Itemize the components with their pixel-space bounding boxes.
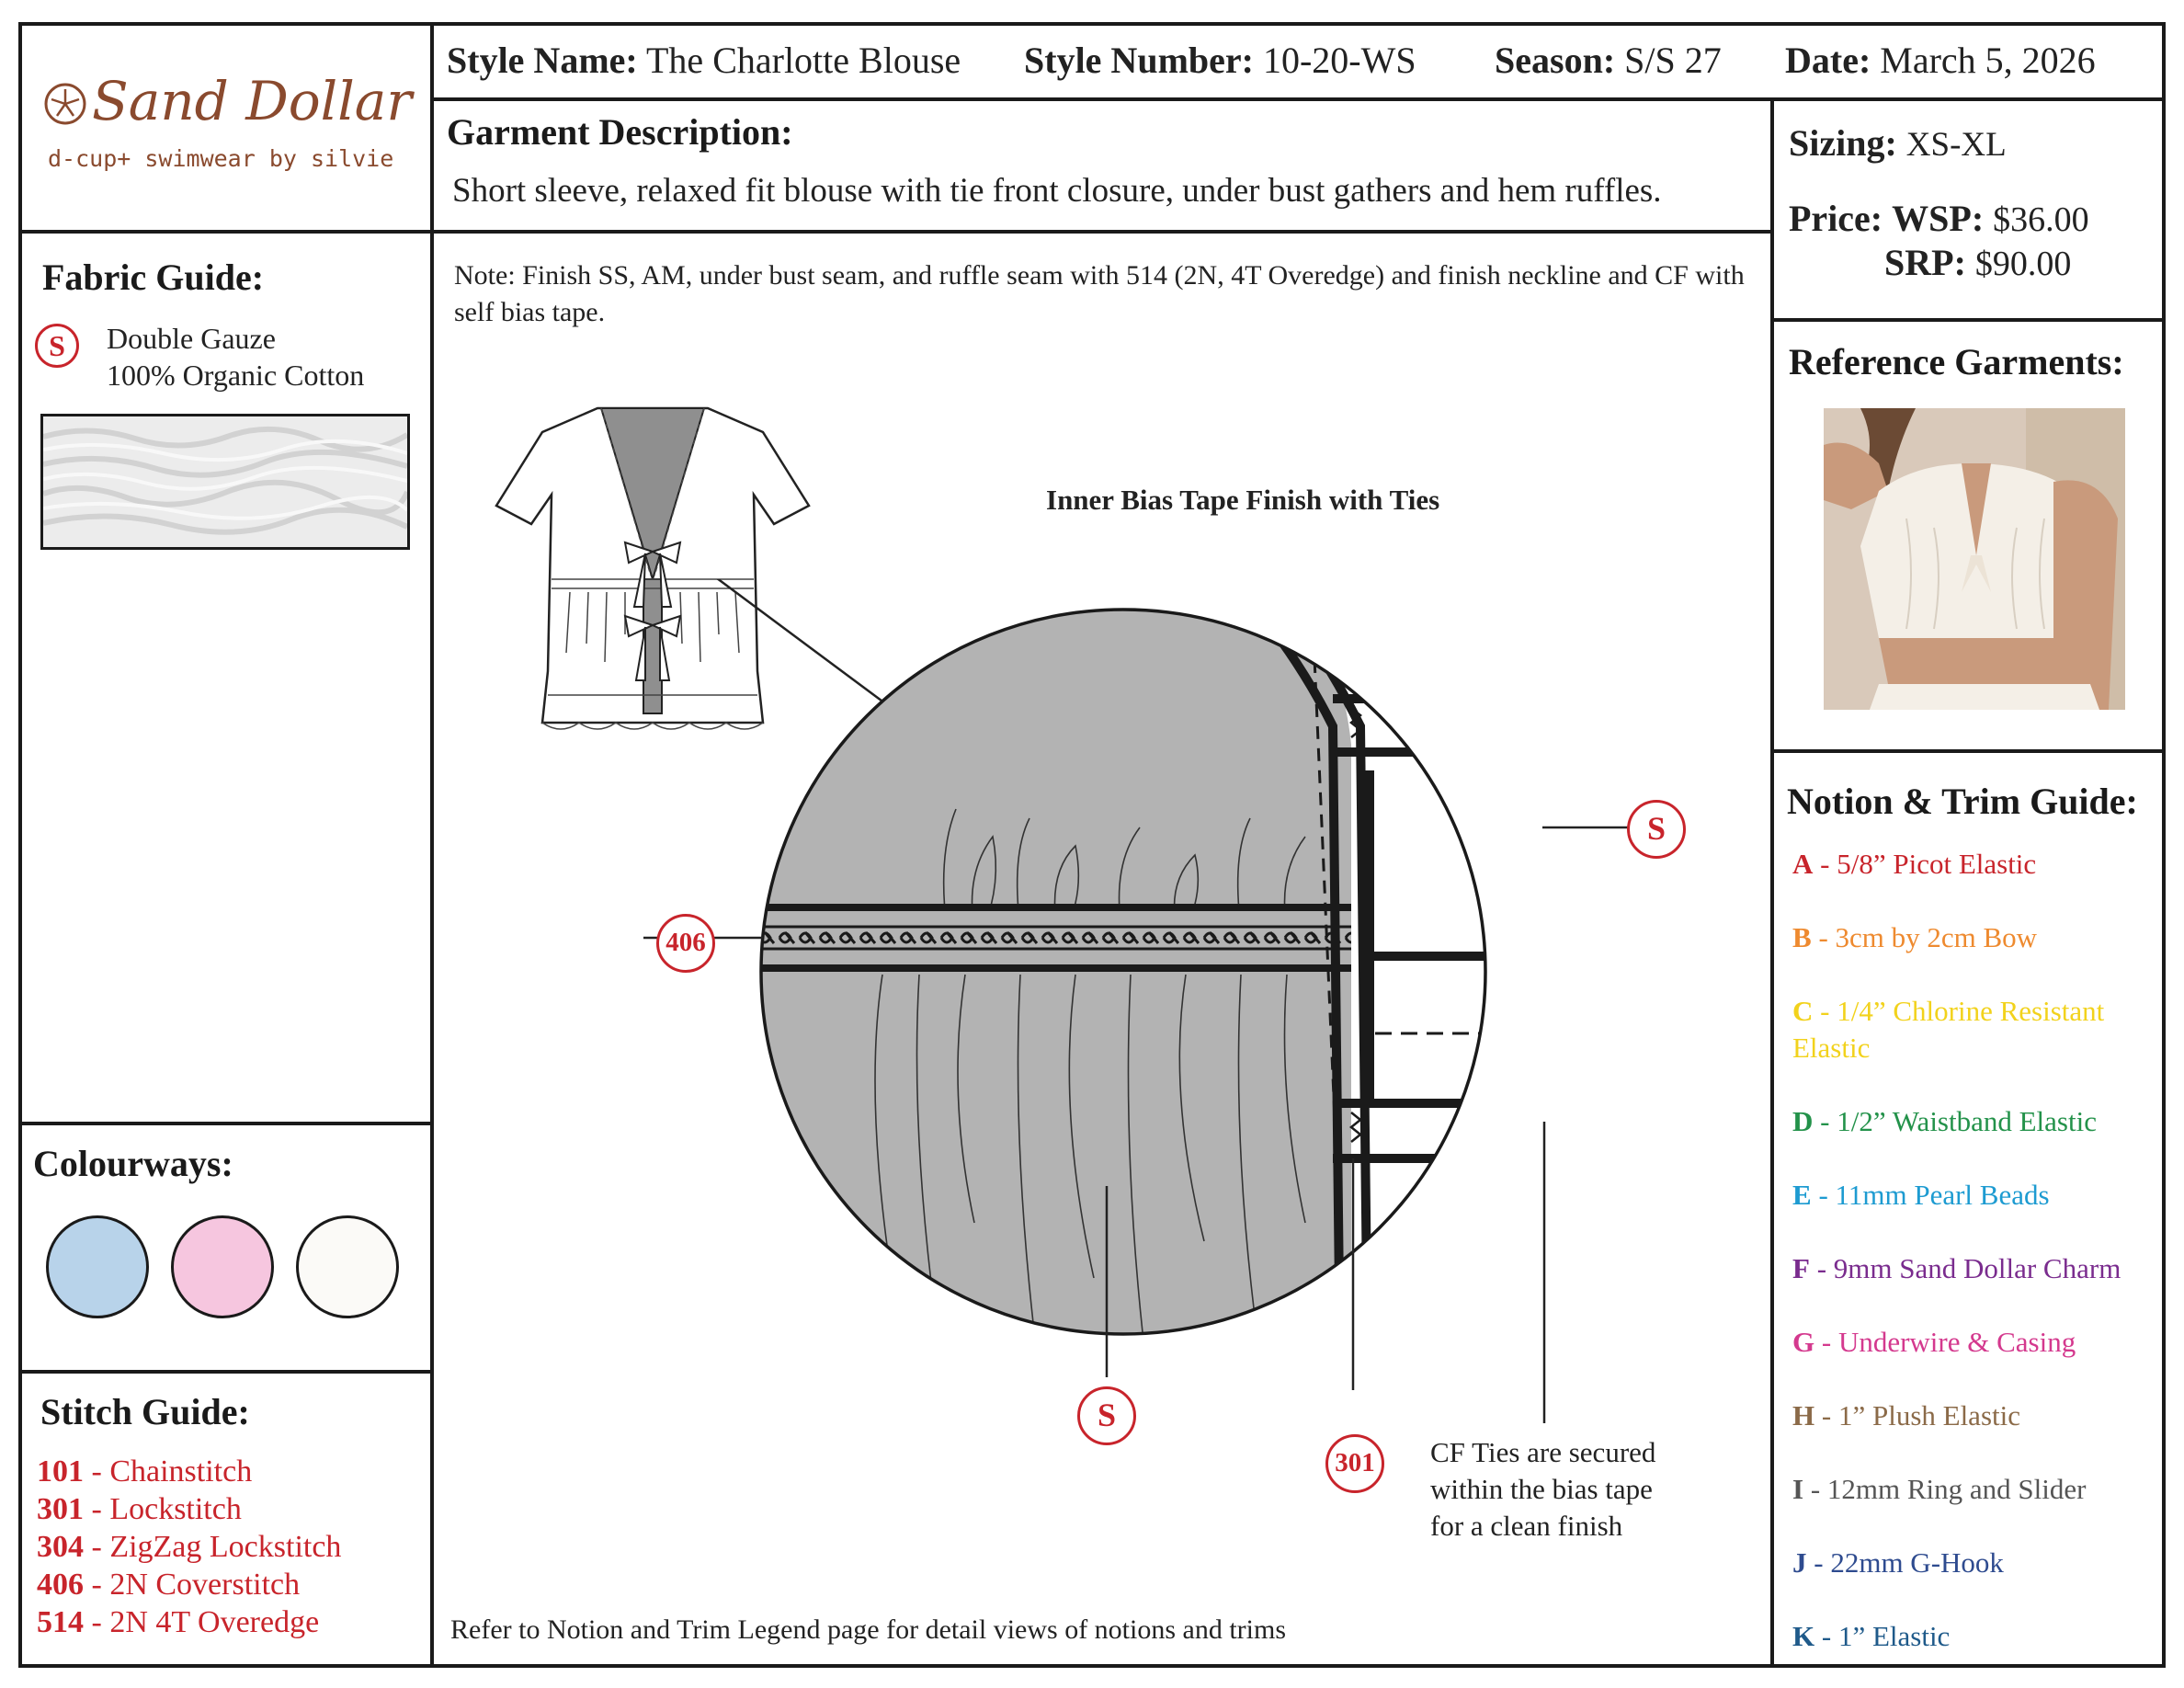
wsp-field: Price: WSP: $36.00 xyxy=(1789,197,2089,240)
stitch-item: 304 - ZigZag Lockstitch xyxy=(37,1530,342,1564)
style-number-value: 10-20-WS xyxy=(1262,40,1416,81)
gauze-texture-icon xyxy=(42,416,410,547)
style-name-label: Style Name: xyxy=(447,40,638,81)
fabric-guide-title: Fabric Guide: xyxy=(42,257,265,298)
fabric-swatch xyxy=(40,414,410,550)
cf-ties-note: CF Ties are secured within the bias tape… xyxy=(1430,1436,1656,1542)
trim-item: J - 22mm G-Hook xyxy=(1792,1546,2004,1579)
trim-item: I - 12mm Ring and Slider xyxy=(1792,1473,2087,1505)
style-number-label: Style Number: xyxy=(1024,40,1254,81)
reference-title: Reference Garments: xyxy=(1789,341,2124,382)
fabric-divider xyxy=(18,1122,432,1125)
brand-name: Sand Dollar xyxy=(92,70,413,132)
sizing-label: Sizing: xyxy=(1789,122,1897,164)
style-name-value: The Charlotte Blouse xyxy=(646,40,961,81)
trim-item: H - 1” Plush Elastic xyxy=(1792,1399,2020,1431)
stitch-301-callout: 301 xyxy=(1325,1434,1384,1493)
self-fabric-callout: S xyxy=(1077,1386,1136,1445)
description-text: Short sleeve, relaxed fit blouse with ti… xyxy=(452,172,1662,210)
wsp-value: $36.00 xyxy=(1993,200,2089,239)
pricing-divider xyxy=(1770,318,2166,322)
blouse-flat-sketch xyxy=(495,406,811,730)
trim-guide-title: Notion & Trim Guide: xyxy=(1787,781,2138,822)
date-label: Date: xyxy=(1785,40,1871,81)
logo-divider xyxy=(18,230,432,234)
trim-item: B - 3cm by 2cm Bow xyxy=(1792,921,2038,953)
srp-value: $90.00 xyxy=(1974,245,2072,283)
sizing-field: Sizing: XS-XL xyxy=(1789,121,2007,165)
construction-note: Note: Finish SS, AM, under bust seam, an… xyxy=(454,260,1745,327)
detail-title: Inner Bias Tape Finish with Ties xyxy=(1046,484,1440,516)
self-fabric-callout-right: S xyxy=(1627,800,1686,859)
date-value: March 5, 2026 xyxy=(1880,40,2096,81)
spec-sheet-frame xyxy=(18,22,2166,1668)
sizing-value: XS-XL xyxy=(1905,126,2007,164)
style-name-field: Style Name: The Charlotte Blouse xyxy=(447,39,961,82)
fabric-symbol: S xyxy=(35,324,79,368)
style-number-field: Style Number: 10-20-WS xyxy=(1024,39,1416,82)
season-value: S/S 27 xyxy=(1624,40,1722,81)
reference-photo-icon xyxy=(1824,408,2125,710)
trim-item: K - 1” Elastic xyxy=(1792,1620,1951,1652)
reference-divider xyxy=(1770,749,2166,753)
fabric-content: 100% Organic Cotton xyxy=(107,359,365,392)
right-column-divider xyxy=(1770,99,1774,1668)
description-divider xyxy=(430,230,1772,234)
stitch-item: 514 - 2N 4T Overedge xyxy=(37,1605,320,1639)
stitch-item: 101 - Chainstitch xyxy=(37,1454,253,1488)
colourways-divider xyxy=(18,1370,432,1374)
description-title: Garment Description: xyxy=(447,111,793,153)
season-label: Season: xyxy=(1495,40,1616,81)
brand-logo: Sand Dollar d-cup+ swimwear by silvie xyxy=(28,70,423,184)
bias-tape-detail-illustration xyxy=(643,579,1634,1423)
trim-item: A - 5/8” Picot Elastic xyxy=(1792,848,2037,880)
colourway-swatch-white xyxy=(296,1215,399,1318)
trim-item: E - 11mm Pearl Beads xyxy=(1792,1179,2050,1211)
colourway-swatch-pink xyxy=(171,1215,274,1318)
trim-legend-reference-note: Refer to Notion and Trim Legend page for… xyxy=(450,1614,1287,1645)
header-divider xyxy=(430,97,2166,101)
left-column-divider xyxy=(430,22,434,1668)
srp-label: SRP: xyxy=(1884,242,1966,283)
trim-item: F - 9mm Sand Dollar Charm xyxy=(1792,1252,2121,1284)
stitch-item: 406 - 2N Coverstitch xyxy=(37,1568,301,1602)
stitch-guide-title: Stitch Guide: xyxy=(40,1391,250,1432)
fabric-name: Double Gauze xyxy=(107,322,276,355)
reference-photo xyxy=(1824,408,2125,710)
trim-item: G - Underwire & Casing xyxy=(1792,1326,2076,1358)
sand-dollar-icon xyxy=(44,83,86,125)
wsp-label: WSP: xyxy=(1892,198,1985,239)
date-field: Date: March 5, 2026 xyxy=(1785,39,2096,82)
stitch-406-callout: 406 xyxy=(656,914,715,973)
srp-field: SRP: $90.00 xyxy=(1884,241,2071,284)
stitch-guide-list: 101 - Chainstitch 301 - Lockstitch 304 -… xyxy=(37,1453,341,1641)
price-label: Price: xyxy=(1789,198,1883,239)
colourway-swatch-blue xyxy=(46,1215,149,1318)
colourways-title: Colourways: xyxy=(33,1143,233,1184)
stitch-item: 301 - Lockstitch xyxy=(37,1492,242,1526)
season-field: Season: S/S 27 xyxy=(1495,39,1722,82)
trim-item: D - 1/2” Waistband Elastic xyxy=(1792,1105,2097,1137)
brand-tagline: d-cup+ swimwear by silvie xyxy=(48,145,394,172)
